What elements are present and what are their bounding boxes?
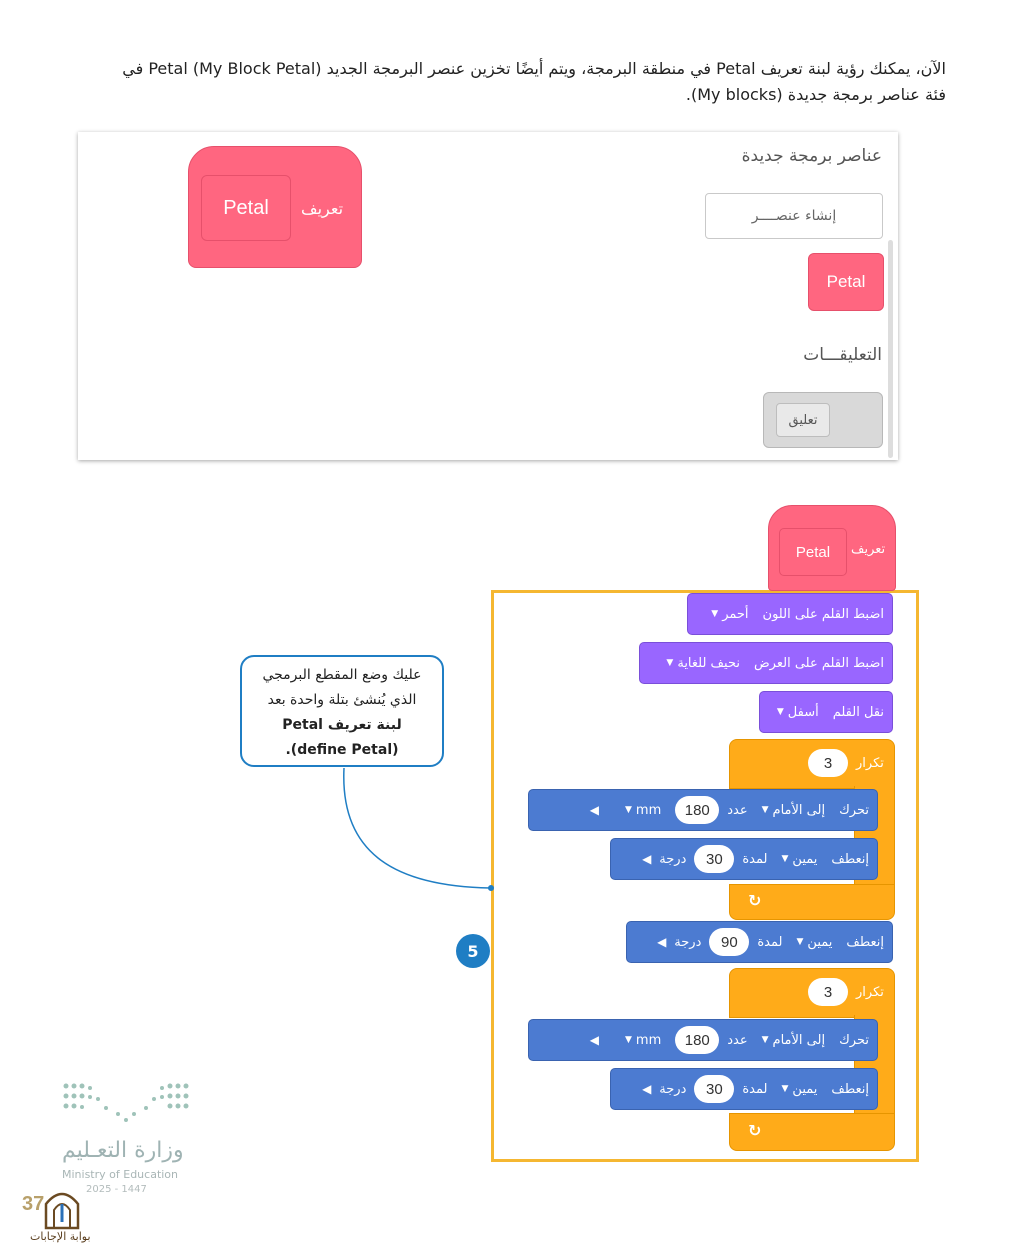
intro-line-1: الآن، يمكنك رؤية لبنة تعريف Petal في منط… bbox=[122, 59, 946, 78]
repeat-2-header: تكرار 3 bbox=[808, 978, 884, 1006]
answers-gate-label: بوابة الإجابات bbox=[30, 1230, 91, 1243]
answers-gate-logo-icon bbox=[44, 1192, 80, 1230]
define-label: تعريف bbox=[301, 199, 344, 218]
turn-mid-unit: درجة bbox=[674, 934, 702, 950]
turn-mid-degrees-input[interactable]: 90 bbox=[709, 928, 750, 956]
chevron-down-icon: ▼ bbox=[711, 609, 719, 619]
loop-arrow-icon: ↻ bbox=[748, 1121, 762, 1140]
chevron-down-icon: ▼ bbox=[625, 805, 632, 815]
petal-palette-block[interactable]: Petal bbox=[808, 253, 884, 311]
set-pen-color-block[interactable]: اضبط القلم على اللون أحمر▼ bbox=[687, 593, 893, 635]
loop-arrow-icon: ↻ bbox=[748, 891, 762, 910]
turn-mid-direction-dropdown[interactable]: يمين▼ bbox=[796, 934, 833, 950]
repeat-2-label: تكرار bbox=[856, 984, 884, 1000]
ministry-logo-dots-icon bbox=[63, 1083, 189, 1122]
caret-left-icon: ◀ bbox=[642, 852, 652, 866]
move-1-label: تحرك bbox=[839, 802, 869, 818]
define-petal-block[interactable]: Petal تعريف bbox=[188, 146, 362, 268]
chevron-down-icon: ▼ bbox=[761, 805, 769, 815]
move-1-direction-dropdown[interactable]: إلى الأمام▼ bbox=[761, 802, 826, 818]
chevron-down-icon: ▼ bbox=[781, 854, 789, 864]
step-number-badge: 5 bbox=[456, 934, 490, 968]
turn-mid-label: إنعطف bbox=[846, 934, 884, 950]
set-pen-color-label: اضبط القلم على اللون bbox=[762, 606, 884, 622]
page-number: 37 bbox=[22, 1193, 45, 1215]
move-pen-label: نقل القلم bbox=[832, 704, 884, 720]
comment-block-label: تعليق bbox=[776, 403, 830, 437]
chevron-down-icon: ▼ bbox=[796, 937, 804, 947]
caret-left-icon: ◀ bbox=[589, 1033, 599, 1047]
chevron-down-icon: ▼ bbox=[776, 707, 784, 717]
script-define-name: Petal bbox=[779, 528, 847, 576]
move-1-count-label: عدد bbox=[727, 802, 748, 818]
category-title-my-blocks: عناصر برمجة جديدة bbox=[741, 146, 882, 166]
chevron-down-icon: ▼ bbox=[761, 1035, 769, 1045]
turn-1-for-label: لمدة bbox=[742, 851, 768, 867]
repeat-2-footer bbox=[729, 1113, 895, 1151]
move-2-count-label: عدد bbox=[727, 1032, 748, 1048]
move-forward-block-2[interactable]: تحرك إلى الأمام▼ عدد 180 mm▼ ◀ bbox=[528, 1019, 878, 1061]
move-2-unit-dropdown[interactable]: mm▼ bbox=[625, 1032, 662, 1048]
comment-block[interactable]: تعليق bbox=[763, 392, 883, 448]
set-pen-width-block[interactable]: اضبط القلم على العرض نحيف للغاية▼ bbox=[639, 642, 893, 684]
callout-box: عليك وضع المقطع البرمجي الذي يُنشئ بتلة … bbox=[240, 655, 444, 767]
move-1-unit-dropdown[interactable]: mm▼ bbox=[625, 802, 662, 818]
turn-block-middle[interactable]: إنعطف يمين▼ لمدة 90 درجة ◀ bbox=[626, 921, 893, 963]
script-define-petal-block[interactable]: Petal تعريف bbox=[768, 505, 896, 591]
highlight-box bbox=[491, 590, 919, 1162]
pen-color-dropdown[interactable]: أحمر▼ bbox=[711, 606, 749, 622]
turn-2-unit: درجة bbox=[659, 1081, 687, 1097]
script-define-label: تعريف bbox=[851, 542, 886, 557]
turn-1-degrees-input[interactable]: 30 bbox=[694, 845, 735, 873]
callout-line-2: الذي يُنشئ بتلة واحدة بعد bbox=[267, 692, 417, 708]
repeat-1-header: تكرار 3 bbox=[808, 749, 884, 777]
caret-left-icon: ◀ bbox=[589, 803, 599, 817]
define-petal-name: Petal bbox=[201, 175, 291, 241]
ministry-name-english: Ministry of Education bbox=[62, 1168, 179, 1181]
chevron-down-icon: ▼ bbox=[781, 1084, 789, 1094]
pen-width-dropdown[interactable]: نحيف للغاية▼ bbox=[666, 655, 740, 671]
repeat-1-count-input[interactable]: 3 bbox=[808, 749, 848, 777]
repeat-1-footer bbox=[729, 884, 895, 920]
repeat-2-count-input[interactable]: 3 bbox=[808, 978, 848, 1006]
ministry-year: 2025 - 1447 bbox=[86, 1184, 147, 1195]
turn-mid-for-label: لمدة bbox=[757, 934, 783, 950]
make-block-button[interactable]: إنشاء عنصــــر bbox=[705, 193, 883, 239]
ministry-name-arabic: وزارة التعـليم bbox=[62, 1138, 184, 1163]
move-forward-block-1[interactable]: تحرك إلى الأمام▼ عدد 180 mm▼ ◀ bbox=[528, 789, 878, 831]
move-pen-block[interactable]: نقل القلم أسفل▼ bbox=[759, 691, 893, 733]
turn-block-2[interactable]: إنعطف يمين▼ لمدة 30 درجة ◀ bbox=[610, 1068, 878, 1110]
turn-1-direction-dropdown[interactable]: يمين▼ bbox=[781, 851, 818, 867]
pen-position-dropdown[interactable]: أسفل▼ bbox=[776, 704, 819, 720]
palette-scrollbar[interactable] bbox=[888, 240, 893, 458]
callout-line-1: عليك وضع المقطع البرمجي bbox=[262, 667, 422, 683]
turn-1-label: إنعطف bbox=[831, 851, 869, 867]
category-title-comments: التعليقـــات bbox=[803, 345, 882, 365]
move-2-distance-input[interactable]: 180 bbox=[675, 1026, 720, 1054]
intro-line-2: فئة عناصر برمجة جديدة (My blocks). bbox=[685, 85, 946, 104]
repeat-1-label: تكرار bbox=[856, 755, 884, 771]
callout-connector bbox=[343, 767, 494, 891]
turn-2-label: إنعطف bbox=[831, 1081, 869, 1097]
turn-2-direction-dropdown[interactable]: يمين▼ bbox=[781, 1081, 818, 1097]
turn-block-1[interactable]: إنعطف يمين▼ لمدة 30 درجة ◀ bbox=[610, 838, 878, 880]
move-2-label: تحرك bbox=[839, 1032, 869, 1048]
chevron-down-icon: ▼ bbox=[666, 658, 674, 668]
chevron-down-icon: ▼ bbox=[625, 1035, 632, 1045]
turn-2-for-label: لمدة bbox=[742, 1081, 768, 1097]
move-1-distance-input[interactable]: 180 bbox=[675, 796, 720, 824]
callout-line-4: (define Petal). bbox=[285, 742, 399, 758]
turn-1-unit: درجة bbox=[659, 851, 687, 867]
callout-line-3: لبنة تعريف Petal bbox=[282, 717, 402, 733]
set-pen-width-label: اضبط القلم على العرض bbox=[753, 655, 884, 671]
caret-left-icon: ◀ bbox=[642, 1082, 652, 1096]
caret-left-icon: ◀ bbox=[657, 935, 667, 949]
turn-2-degrees-input[interactable]: 30 bbox=[694, 1075, 735, 1103]
move-2-direction-dropdown[interactable]: إلى الأمام▼ bbox=[761, 1032, 826, 1048]
intro-paragraph: الآن، يمكنك رؤية لبنة تعريف Petal في منط… bbox=[78, 56, 946, 108]
